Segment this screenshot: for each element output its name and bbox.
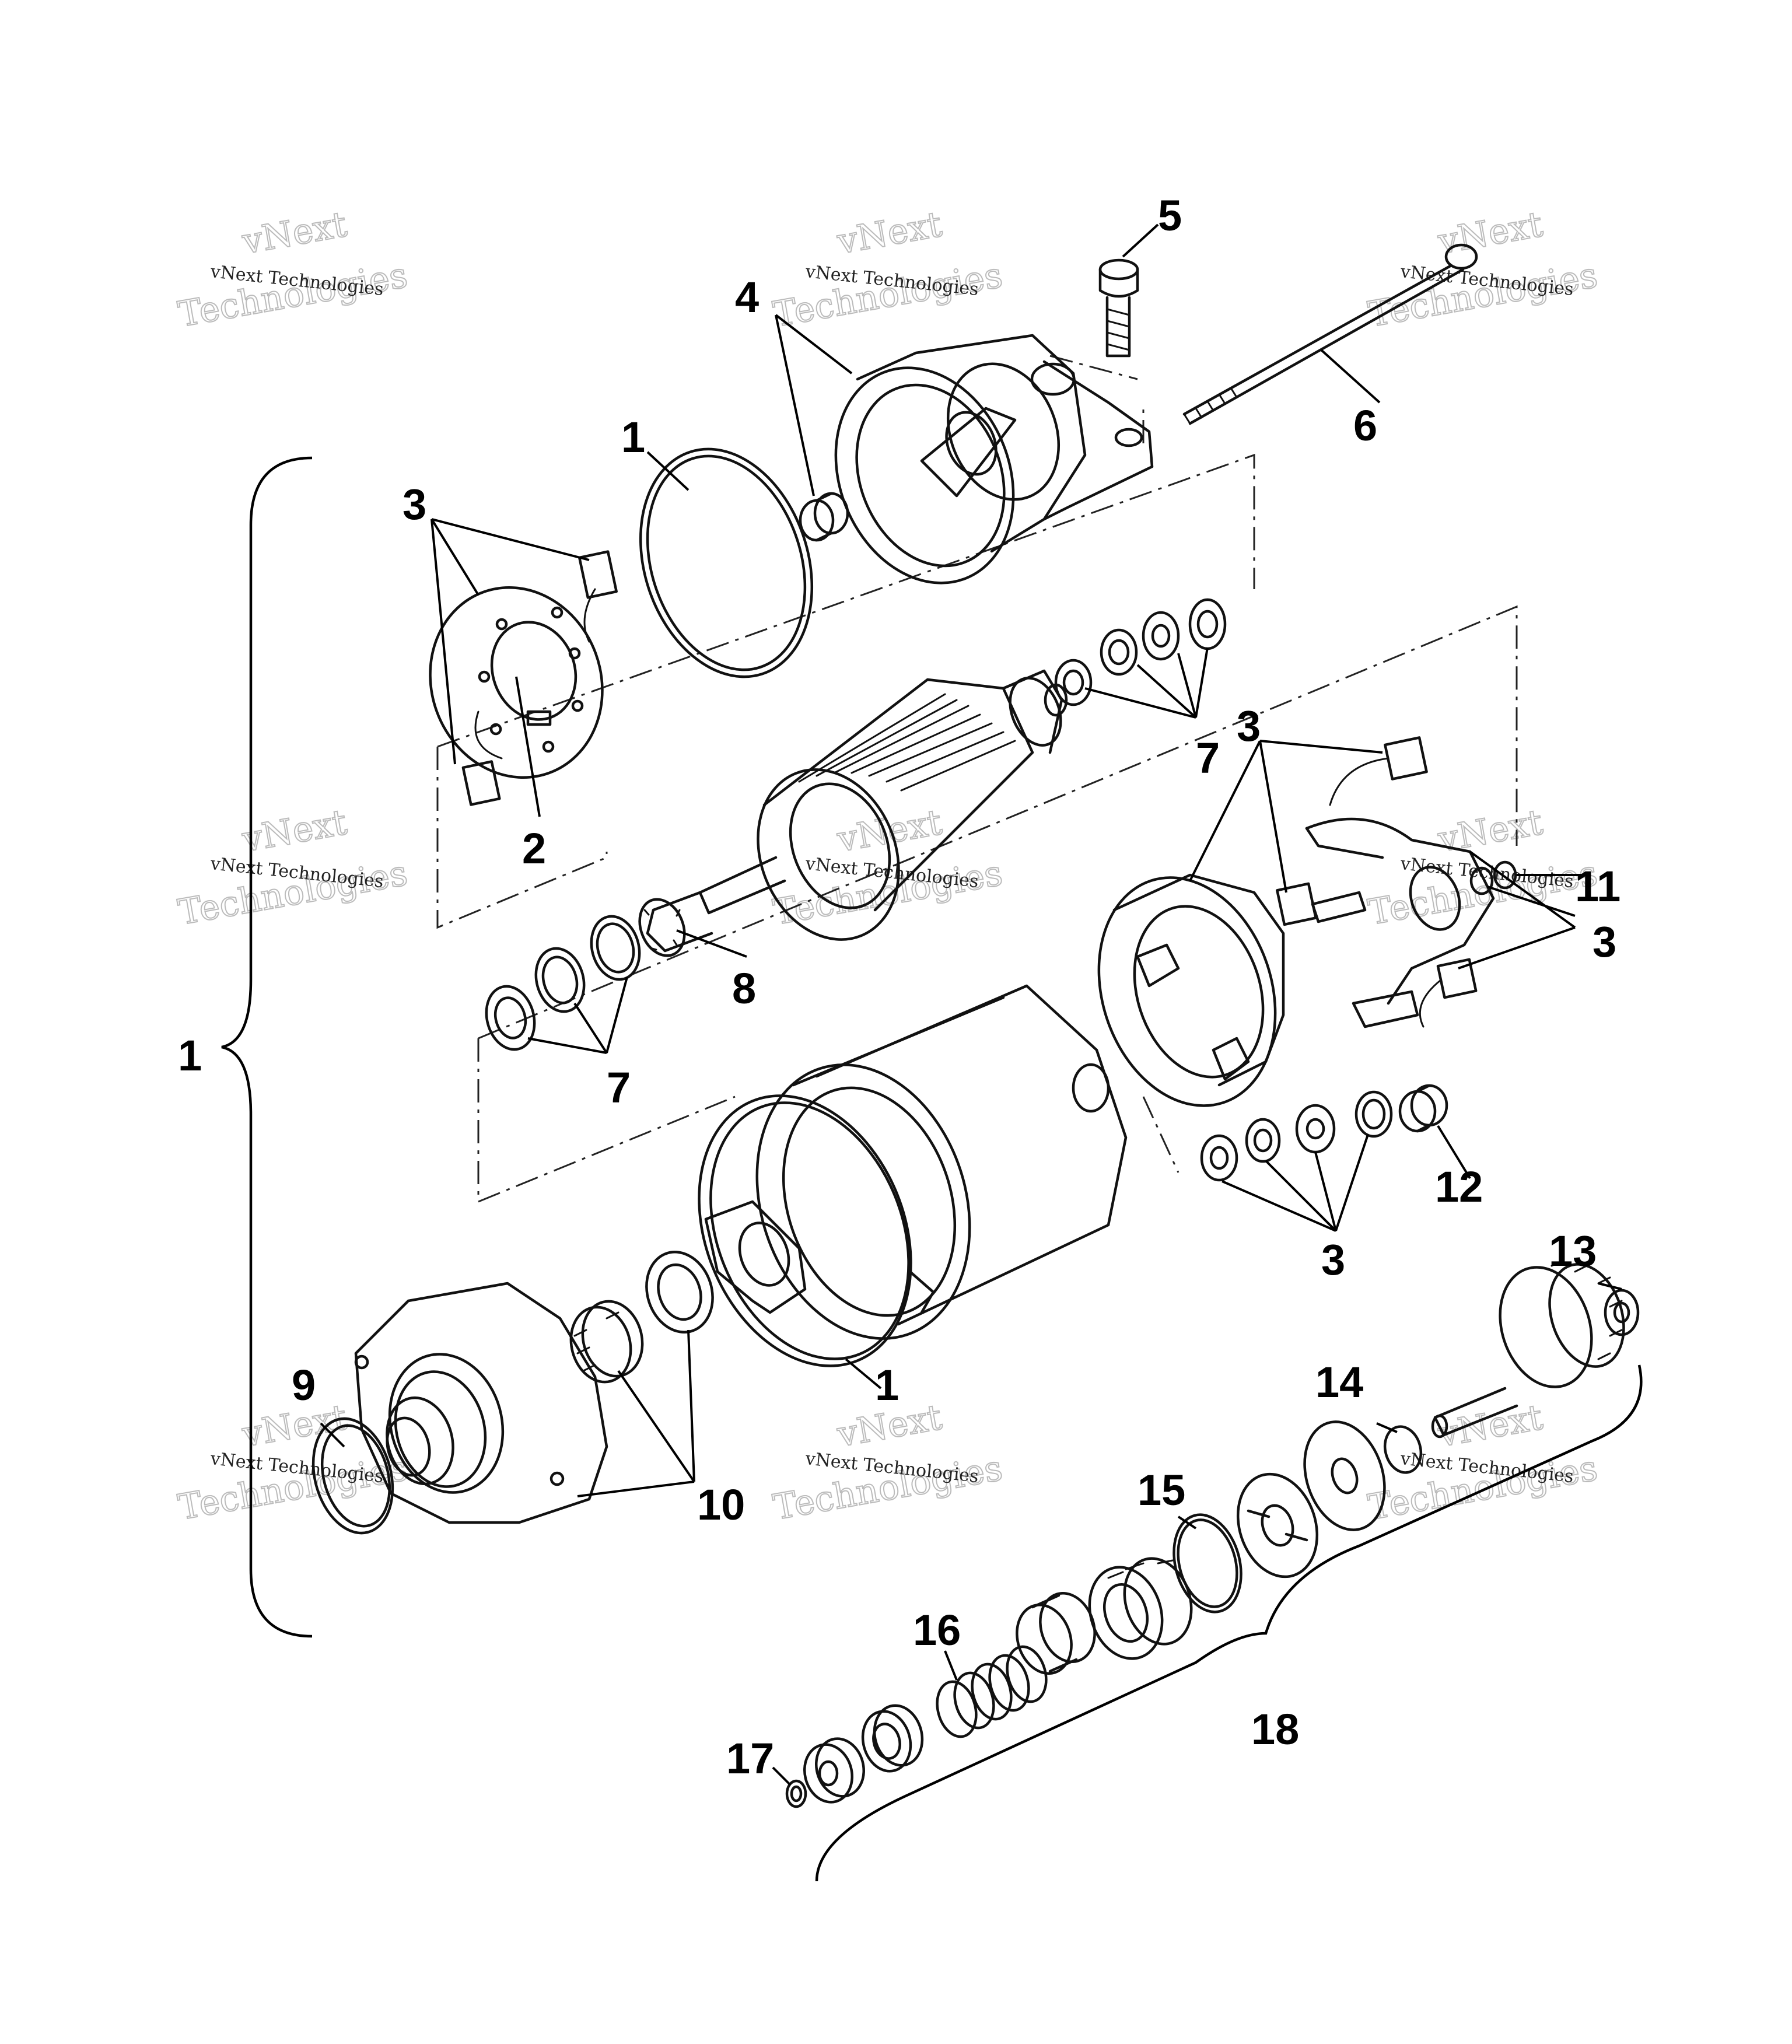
through-bolt [1182, 243, 1478, 425]
shims-lower [485, 915, 641, 1051]
leader-lines [320, 223, 1622, 1786]
seal [645, 1251, 714, 1334]
watermark-top-center: vNext Technologies vNext Technologies [769, 204, 1006, 336]
watermark-top-right: vNext Technologies vNext Technologies [1364, 204, 1601, 336]
gear-shaft-13 [1431, 1259, 1640, 1438]
callout-1-brace: 1 [178, 1031, 202, 1080]
callout-4: 4 [735, 273, 759, 321]
collar [861, 1704, 924, 1773]
plate-washer [704, 1200, 807, 1314]
o-ring-lower [698, 1094, 912, 1367]
bushing [799, 492, 849, 542]
watermark-mid-left: vNext Technologies vNext Technologies [174, 802, 411, 934]
callout-3-upper-left: 3 [402, 480, 426, 528]
callout-3-right: 3 [1592, 918, 1616, 966]
svg-text:vNext: vNext [1434, 1397, 1545, 1455]
callout-18: 18 [1251, 1705, 1299, 1754]
stop-washer [803, 1737, 865, 1804]
yoke-housing [755, 984, 1128, 1340]
split-collar [1236, 1472, 1319, 1578]
callout-5: 5 [1158, 191, 1182, 240]
svg-text:vNext: vNext [1434, 802, 1545, 860]
callout-9: 9 [292, 1361, 316, 1409]
part-11-spring [1469, 860, 1517, 895]
callout-3-lower: 3 [1321, 1236, 1345, 1284]
callout-14: 14 [1315, 1358, 1363, 1406]
watermark-low-left: vNext Technologies vNext Technologies [174, 1396, 411, 1529]
washer-set [1200, 1090, 1393, 1182]
field-ring [1097, 873, 1285, 1107]
callout-12: 12 [1435, 1163, 1483, 1211]
watermark-top-left: vNext Technologies vNext Technologies [174, 204, 411, 336]
watermark-low-right: vNext Technologies vNext Technologies [1364, 1396, 1601, 1529]
o-ring-9 [312, 1417, 394, 1535]
callout-3-upper-right: 3 [1237, 702, 1261, 750]
callout-16: 16 [913, 1606, 961, 1654]
front-housing [354, 1282, 608, 1524]
callout-2: 2 [522, 824, 546, 873]
needle-bearing [569, 1300, 644, 1384]
watermark-low-center: vNext Technologies vNext Technologies [769, 1396, 1006, 1529]
brush-holder-right [1276, 736, 1495, 1028]
svg-text:vNext: vNext [834, 204, 944, 262]
callout-1-upper: 1 [621, 413, 645, 461]
svg-text:vNext: vNext [1434, 204, 1545, 262]
brush-plate-upper [429, 550, 618, 806]
callout-labels: 5 4 6 1 3 2 7 3 11 3 8 1 7 12 3 13 1 9 1… [178, 191, 1620, 1783]
spring-16 [936, 1645, 1048, 1738]
thrust-washer [1303, 1420, 1386, 1531]
o-ring-upper [639, 447, 814, 678]
brace-assembly-1 [221, 456, 313, 1638]
callout-13: 13 [1549, 1227, 1597, 1275]
callout-7-upper: 7 [1196, 734, 1220, 782]
callout-6: 6 [1353, 401, 1377, 450]
svg-text:vNext: vNext [239, 204, 349, 262]
mounting-screw [1098, 258, 1139, 358]
callout-11: 11 [1575, 862, 1620, 911]
assembly-guide-lines [436, 355, 1518, 1203]
callout-10: 10 [697, 1480, 745, 1529]
snap-ring-14 [1383, 1425, 1423, 1474]
brace-assembly-18 [815, 1364, 1643, 1882]
svg-text:vNext: vNext [239, 802, 349, 860]
pinion-gear [1088, 1557, 1193, 1660]
commutator-end-housing [834, 334, 1154, 584]
callout-15: 15 [1138, 1466, 1185, 1514]
clip-17 [785, 1779, 807, 1808]
callout-17: 17 [726, 1734, 774, 1783]
cap-12 [1398, 1084, 1448, 1133]
callout-8: 8 [732, 964, 756, 1013]
callout-7-lower: 7 [607, 1063, 631, 1112]
callout-1-lower: 1 [875, 1361, 899, 1409]
armature [638, 669, 1068, 957]
